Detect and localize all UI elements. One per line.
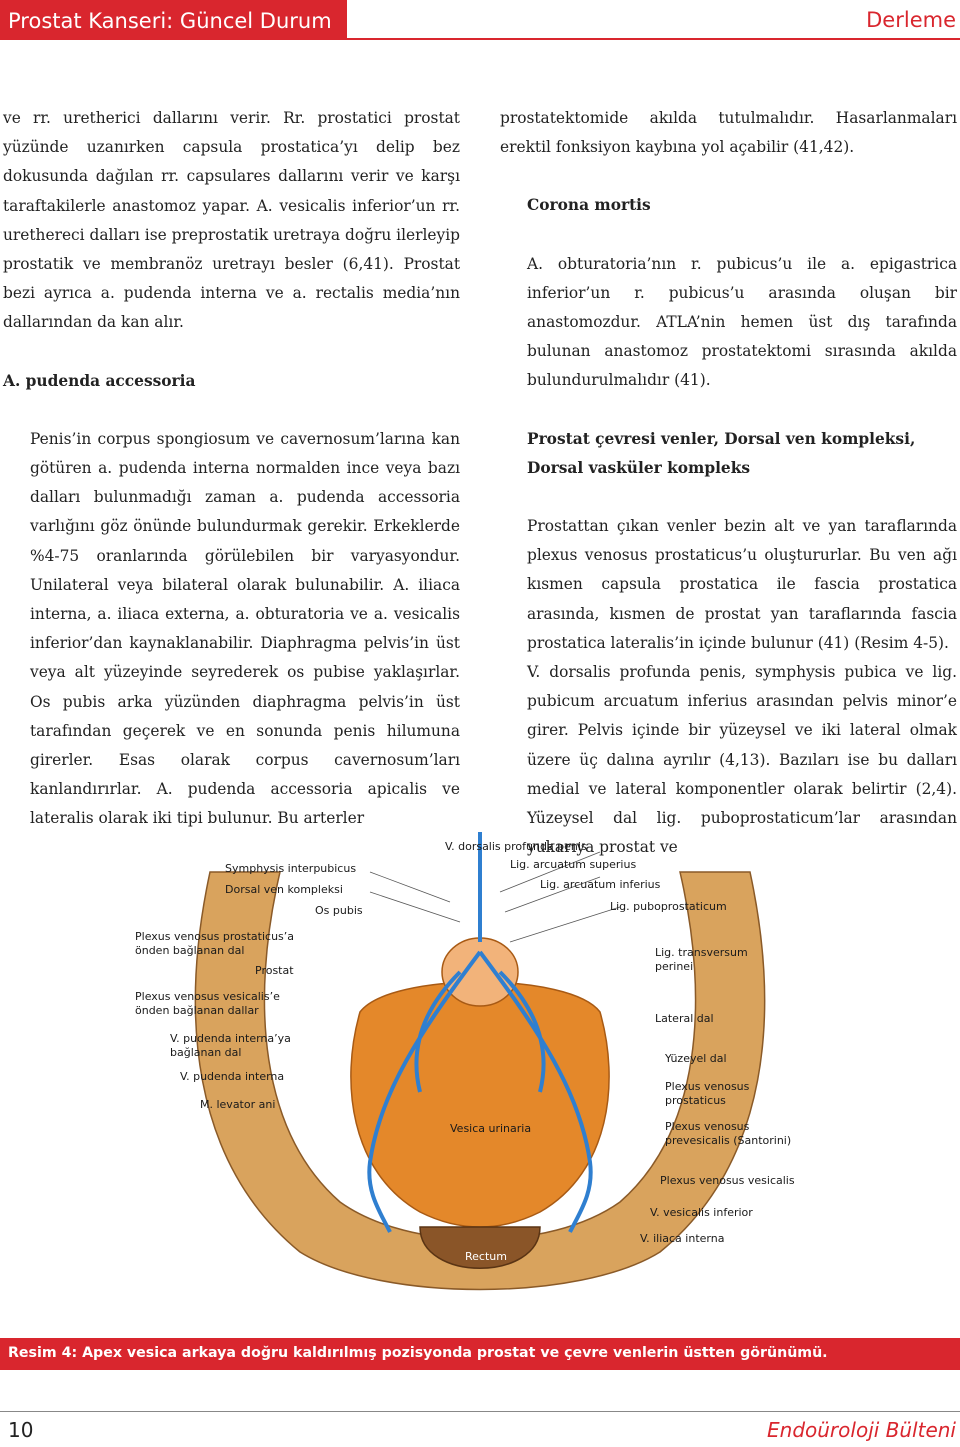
bladder-shape <box>350 981 610 1228</box>
label-pudenda-interna: V. pudenda interna <box>180 1070 284 1083</box>
anatomical-figure: Symphysis interpubicus Dorsal ven komple… <box>120 832 840 1310</box>
journal-name: Endoüroloji Bülteni <box>767 1418 956 1442</box>
label-plexus-vesicalis-dal: Plexus venosus vesicalis’e <box>135 990 280 1003</box>
label-levator-ani: M. levator ani <box>200 1098 275 1111</box>
vein-network <box>367 832 593 1233</box>
label-arcuatum-sup: Lig. arcuatum superius <box>510 858 636 871</box>
paragraph: Penis’in corpus spongiosum ve cavernosum… <box>30 429 460 828</box>
page-number: 10 <box>8 1418 34 1442</box>
paragraph: ve rr. uretherici dallarını verir. Rr. p… <box>3 109 460 332</box>
label-dorsalis-profunda: V. dorsalis profunda penis <box>445 840 587 853</box>
figure-caption: Resim 4: Apex vesica arkaya doğru kaldır… <box>0 1338 960 1370</box>
label-plexus-vesicalis: Plexus venosus vesicalis <box>660 1174 795 1187</box>
label-transversum-2: perinei <box>655 960 693 973</box>
label-os-pubis: Os pubis <box>315 904 363 917</box>
label-plexus-prostaticus-2: prostaticus <box>665 1094 726 1107</box>
label-pudenda-dal-2: bağlanan dal <box>170 1046 241 1059</box>
label-vesicalis-inferior: V. vesicalis inferior <box>650 1206 753 1219</box>
label-lateral-dal: Lateral dal <box>655 1012 714 1025</box>
article-type-label: Derleme <box>866 8 956 32</box>
label-plexus-prostaticus-dal-2: önden bağlanan dal <box>135 944 244 957</box>
left-column: ve rr. uretherici dallarını verir. Rr. p… <box>3 104 460 834</box>
paragraph: V. dorsalis profunda penis, symphysis pu… <box>527 663 957 857</box>
label-transversum: Lig. transversum <box>655 946 748 959</box>
label-plexus-prevesicalis: Plexus venosus <box>665 1120 750 1133</box>
section-heading: Corona mortis <box>527 196 651 215</box>
paragraph: A. obturatoria’nın r. pubicus’u ile a. e… <box>527 254 957 390</box>
label-yuzeyel-dal: Yüzeyel dal <box>664 1052 727 1065</box>
rectum-shape <box>419 1226 541 1269</box>
caption-label: Resim 4: <box>8 1345 78 1361</box>
prostate-shape <box>441 937 519 1007</box>
section-heading: Prostat çevresi venler, Dorsal ven kompl… <box>527 429 916 477</box>
label-pudenda-dal: V. pudenda interna’ya <box>170 1032 291 1045</box>
label-iliaca-interna: V. iliaca interna <box>640 1232 724 1245</box>
caption-text: Apex vesica arkaya doğru kaldırılmış poz… <box>82 1345 828 1361</box>
paragraph: prostatektomide akılda tutulmalıdır. Has… <box>500 109 957 157</box>
label-arcuatum-inf: Lig. arcuatum inferius <box>540 878 661 891</box>
label-plexus-prevesicalis-2: prevesicalis (Santorini) <box>665 1134 791 1147</box>
header-rule <box>347 38 960 40</box>
label-prostat: Prostat <box>255 964 294 977</box>
label-dorsal-ven: Dorsal ven kompleksi <box>225 883 343 896</box>
right-column: prostatektomide akılda tutulmalıdır. Has… <box>500 104 957 862</box>
label-plexus-prostaticus-dal: Plexus venosus prostaticus’a <box>135 930 294 943</box>
footer-rule <box>0 1411 960 1412</box>
header-bar: Prostat Kanseri: Güncel Durum <box>0 0 347 40</box>
label-vesica-urinaria: Vesica urinaria <box>450 1122 531 1135</box>
label-symphysis: Symphysis interpubicus <box>225 862 356 875</box>
label-plexus-prostaticus: Plexus venosus <box>665 1080 750 1093</box>
levator-ani-muscle <box>194 871 766 1291</box>
prostate-venous-illustration: Symphysis interpubicus Dorsal ven komple… <box>135 832 795 1291</box>
label-rectum: Rectum <box>465 1250 507 1263</box>
label-puboprostaticum: Lig. puboprostaticum <box>610 900 727 913</box>
label-plexus-vesicalis-dal-2: önden bağlanan dallar <box>135 1004 259 1017</box>
journal-section-title: Prostat Kanseri: Güncel Durum <box>8 9 332 33</box>
paragraph: Prostattan çıkan venler bezin alt ve yan… <box>527 517 957 652</box>
section-heading: A. pudenda accessoria <box>3 371 196 390</box>
